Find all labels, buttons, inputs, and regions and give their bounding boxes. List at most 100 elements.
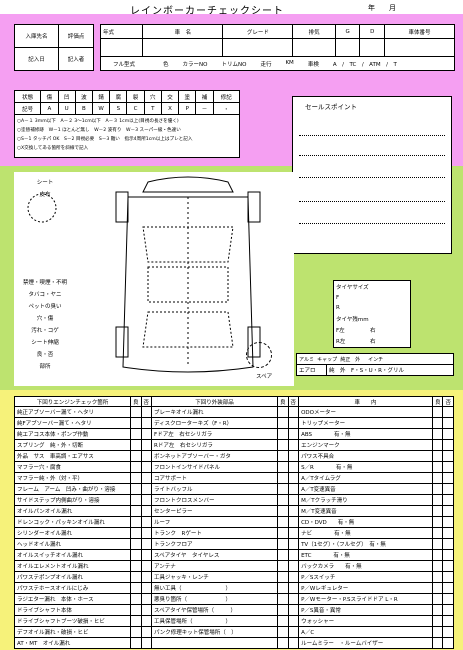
check-box[interactable] [287, 593, 300, 605]
check-box[interactable] [287, 428, 300, 440]
check-box[interactable] [277, 626, 289, 638]
check-box[interactable] [140, 450, 153, 462]
check-box[interactable] [277, 637, 289, 649]
check-box[interactable] [431, 450, 444, 462]
check-box[interactable] [277, 615, 289, 627]
check-box[interactable] [287, 406, 300, 418]
check-box[interactable] [431, 527, 444, 539]
check-box[interactable] [140, 637, 153, 649]
check-box[interactable] [442, 417, 454, 429]
check-box[interactable] [130, 582, 142, 594]
check-box[interactable] [431, 494, 444, 506]
check-box[interactable] [277, 582, 289, 594]
check-box[interactable] [130, 615, 142, 627]
check-box[interactable] [287, 472, 300, 484]
check-box[interactable] [130, 428, 142, 440]
check-box[interactable] [140, 472, 153, 484]
check-box[interactable] [140, 527, 153, 539]
check-box[interactable] [442, 593, 454, 605]
check-box[interactable] [287, 494, 300, 506]
check-box[interactable] [431, 483, 444, 495]
check-box[interactable] [442, 549, 454, 561]
check-box[interactable] [277, 483, 289, 495]
check-box[interactable] [277, 439, 289, 451]
check-box[interactable] [140, 483, 153, 495]
check-box[interactable] [287, 450, 300, 462]
check-box[interactable] [431, 637, 444, 649]
check-box[interactable] [431, 604, 444, 616]
check-box[interactable] [442, 450, 454, 462]
check-box[interactable] [140, 461, 153, 473]
check-box[interactable] [431, 615, 444, 627]
check-box[interactable] [277, 472, 289, 484]
check-box[interactable] [277, 428, 289, 440]
check-box[interactable] [140, 582, 153, 594]
check-box[interactable] [431, 593, 444, 605]
check-box[interactable] [431, 516, 444, 528]
check-box[interactable] [442, 494, 454, 506]
check-box[interactable] [140, 417, 153, 429]
check-box[interactable] [442, 428, 454, 440]
check-box[interactable] [140, 494, 153, 506]
check-box[interactable] [287, 461, 300, 473]
check-box[interactable] [431, 626, 444, 638]
check-box[interactable] [287, 417, 300, 429]
check-box[interactable] [287, 615, 300, 627]
check-box[interactable] [140, 626, 153, 638]
check-box[interactable] [130, 549, 142, 561]
check-box[interactable] [431, 461, 444, 473]
check-box[interactable] [130, 450, 142, 462]
check-box[interactable] [287, 582, 300, 594]
check-box[interactable] [442, 626, 454, 638]
check-box[interactable] [140, 516, 153, 528]
check-box[interactable] [442, 571, 454, 583]
check-box[interactable] [140, 604, 153, 616]
check-box[interactable] [277, 604, 289, 616]
check-box[interactable] [442, 527, 454, 539]
check-box[interactable] [130, 406, 142, 418]
check-box[interactable] [287, 560, 300, 572]
check-box[interactable] [130, 483, 142, 495]
check-box[interactable] [277, 593, 289, 605]
check-box[interactable] [130, 439, 142, 451]
check-box[interactable] [140, 505, 153, 517]
check-box[interactable] [277, 461, 289, 473]
check-box[interactable] [287, 604, 300, 616]
check-box[interactable] [140, 560, 153, 572]
check-box[interactable] [442, 483, 454, 495]
check-box[interactable] [431, 549, 444, 561]
check-box[interactable] [431, 417, 444, 429]
check-box[interactable] [130, 604, 142, 616]
check-box[interactable] [277, 549, 289, 561]
check-box[interactable] [130, 637, 142, 649]
check-box[interactable] [287, 505, 300, 517]
check-box[interactable] [287, 516, 300, 528]
check-box[interactable] [277, 417, 289, 429]
check-box[interactable] [140, 439, 153, 451]
check-box[interactable] [130, 472, 142, 484]
check-box[interactable] [442, 560, 454, 572]
check-box[interactable] [130, 527, 142, 539]
check-box[interactable] [130, 494, 142, 506]
check-box[interactable] [140, 549, 153, 561]
check-box[interactable] [130, 516, 142, 528]
check-box[interactable] [130, 505, 142, 517]
check-box[interactable] [277, 516, 289, 528]
check-box[interactable] [287, 549, 300, 561]
check-box[interactable] [442, 615, 454, 627]
check-box[interactable] [277, 527, 289, 539]
check-box[interactable] [140, 593, 153, 605]
check-box[interactable] [140, 428, 153, 440]
check-box[interactable] [277, 450, 289, 462]
check-box[interactable] [431, 472, 444, 484]
check-box[interactable] [277, 494, 289, 506]
check-box[interactable] [130, 626, 142, 638]
check-box[interactable] [431, 582, 444, 594]
check-box[interactable] [140, 571, 153, 583]
check-box[interactable] [130, 538, 142, 550]
check-box[interactable] [431, 428, 444, 440]
check-box[interactable] [431, 538, 444, 550]
check-box[interactable] [130, 417, 142, 429]
check-box[interactable] [442, 461, 454, 473]
check-box[interactable] [442, 439, 454, 451]
